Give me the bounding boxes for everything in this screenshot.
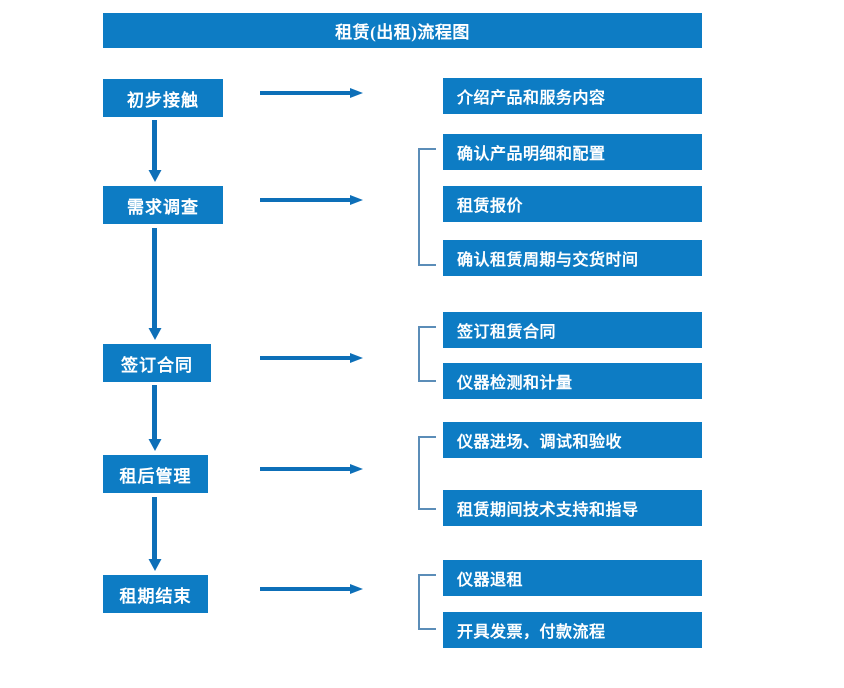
arrow-to-intro-icon — [260, 88, 363, 98]
stage-label: 租期结束 — [119, 586, 192, 606]
detail-box-technical-support[interactable]: 租赁期间技术支持和指导 — [443, 490, 702, 526]
stage-label: 初步接触 — [127, 90, 199, 110]
stage-box-initial-contact[interactable]: 初步接触 — [103, 79, 223, 117]
arrow-contact-to-needs-icon — [148, 120, 162, 182]
detail-box-confirm-product-spec[interactable]: 确认产品明细和配置 — [443, 134, 702, 170]
arrow-to-contract-group-icon — [260, 353, 363, 363]
detail-box-instrument-inspection[interactable]: 仪器检测和计量 — [443, 363, 702, 399]
arrow-management-to-end-icon — [148, 497, 162, 571]
arrow-to-end-group-icon — [260, 584, 363, 594]
detail-box-invoice-payment[interactable]: 开具发票，付款流程 — [443, 612, 702, 648]
detail-box-rental-quote[interactable]: 租赁报价 — [443, 186, 702, 222]
stage-box-sign-contract[interactable]: 签订合同 — [103, 344, 211, 382]
stage-label: 签订合同 — [121, 355, 193, 375]
bracket-group-management — [418, 436, 436, 510]
detail-label: 签订租赁合同 — [457, 324, 557, 341]
stage-label: 租后管理 — [119, 466, 192, 486]
stage-label: 需求调查 — [127, 197, 199, 217]
detail-label: 仪器检测和计量 — [457, 375, 573, 392]
bracket-group-needs — [418, 148, 436, 266]
detail-label: 确认产品明细和配置 — [457, 146, 606, 163]
stage-box-post-rental-management[interactable]: 租后管理 — [103, 455, 208, 493]
bracket-group-contract — [418, 326, 436, 382]
detail-label: 介绍产品和服务内容 — [457, 90, 606, 107]
detail-label: 开具发票，付款流程 — [457, 624, 606, 641]
arrow-to-management-group-icon — [260, 464, 363, 474]
detail-label: 仪器退租 — [457, 572, 524, 589]
arrow-contract-to-management-icon — [148, 385, 162, 451]
detail-label: 确认租赁周期与交货时间 — [457, 252, 639, 269]
detail-box-sign-rental-contract[interactable]: 签订租赁合同 — [443, 312, 702, 348]
page-title: 租赁(出租)流程图 — [103, 13, 702, 48]
detail-label: 租赁报价 — [457, 198, 524, 215]
detail-label: 租赁期间技术支持和指导 — [457, 502, 639, 519]
detail-box-confirm-period-delivery[interactable]: 确认租赁周期与交货时间 — [443, 240, 702, 276]
arrow-needs-to-contract-icon — [148, 228, 162, 340]
stage-box-needs-survey[interactable]: 需求调查 — [103, 186, 223, 224]
detail-box-introduce-products[interactable]: 介绍产品和服务内容 — [443, 78, 702, 114]
detail-box-instrument-arrival-commissioning[interactable]: 仪器进场、调试和验收 — [443, 422, 702, 458]
detail-box-instrument-return[interactable]: 仪器退租 — [443, 560, 702, 596]
bracket-group-end — [418, 574, 436, 630]
stage-box-rental-end[interactable]: 租期结束 — [103, 575, 208, 613]
arrow-to-needs-group-icon — [260, 195, 363, 205]
detail-label: 仪器进场、调试和验收 — [457, 434, 623, 451]
